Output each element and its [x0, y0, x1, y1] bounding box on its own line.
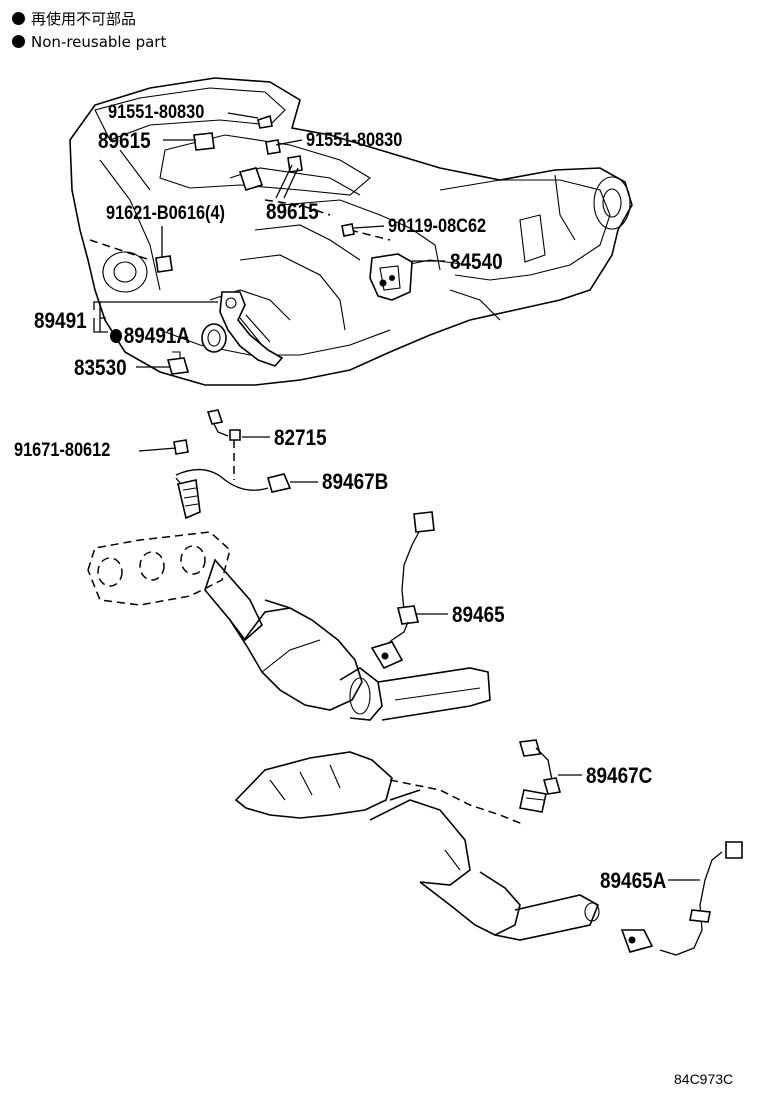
part-label-83530: 83530	[74, 355, 127, 380]
part-label-90119: 90119-08C62	[388, 216, 487, 237]
part-label-91551-top: 91551-80830	[108, 102, 205, 123]
engine-assembly-drawing	[69, 77, 633, 386]
part-label-89467B: 89467B	[322, 469, 389, 494]
part-label-89615-right: 89615	[266, 199, 319, 224]
part-label-89465: 89465	[452, 602, 505, 627]
legend-en-text: Non-reusable part	[31, 33, 167, 51]
part-label-89491A-text: 89491A	[123, 323, 191, 348]
part-label-89491: 89491	[34, 308, 87, 333]
part-label-91671: 91671-80612	[14, 440, 111, 461]
part-label-89491A: 89491A	[110, 323, 190, 349]
legend-non-reusable-jp: 再使用不可部品	[12, 10, 136, 28]
legend-jp-text: 再使用不可部品	[31, 10, 137, 28]
part-label-91621: 91621-B0616(4)	[106, 203, 226, 224]
non-reusable-marker-icon	[12, 12, 25, 25]
part-label-89467C: 89467C	[586, 763, 653, 788]
non-reusable-marker-icon	[12, 35, 25, 48]
leader-lines	[93, 112, 700, 881]
front-exhaust-manifold-drawing	[87, 511, 491, 721]
drawing-code: 84C973C	[674, 1071, 734, 1087]
sensor-89467B-drawing	[173, 409, 292, 520]
part-label-89465A: 89465A	[600, 868, 667, 893]
part-label-89615-left: 89615	[98, 128, 151, 153]
part-label-91551-right: 91551-80830	[306, 130, 403, 151]
part-label-84540: 84540	[450, 249, 503, 274]
non-reusable-marker-icon	[110, 329, 123, 343]
part-label-82715: 82715	[274, 425, 327, 450]
rear-exhaust-manifold-drawing	[234, 739, 743, 956]
legend-non-reusable-en: Non-reusable part	[12, 33, 166, 51]
